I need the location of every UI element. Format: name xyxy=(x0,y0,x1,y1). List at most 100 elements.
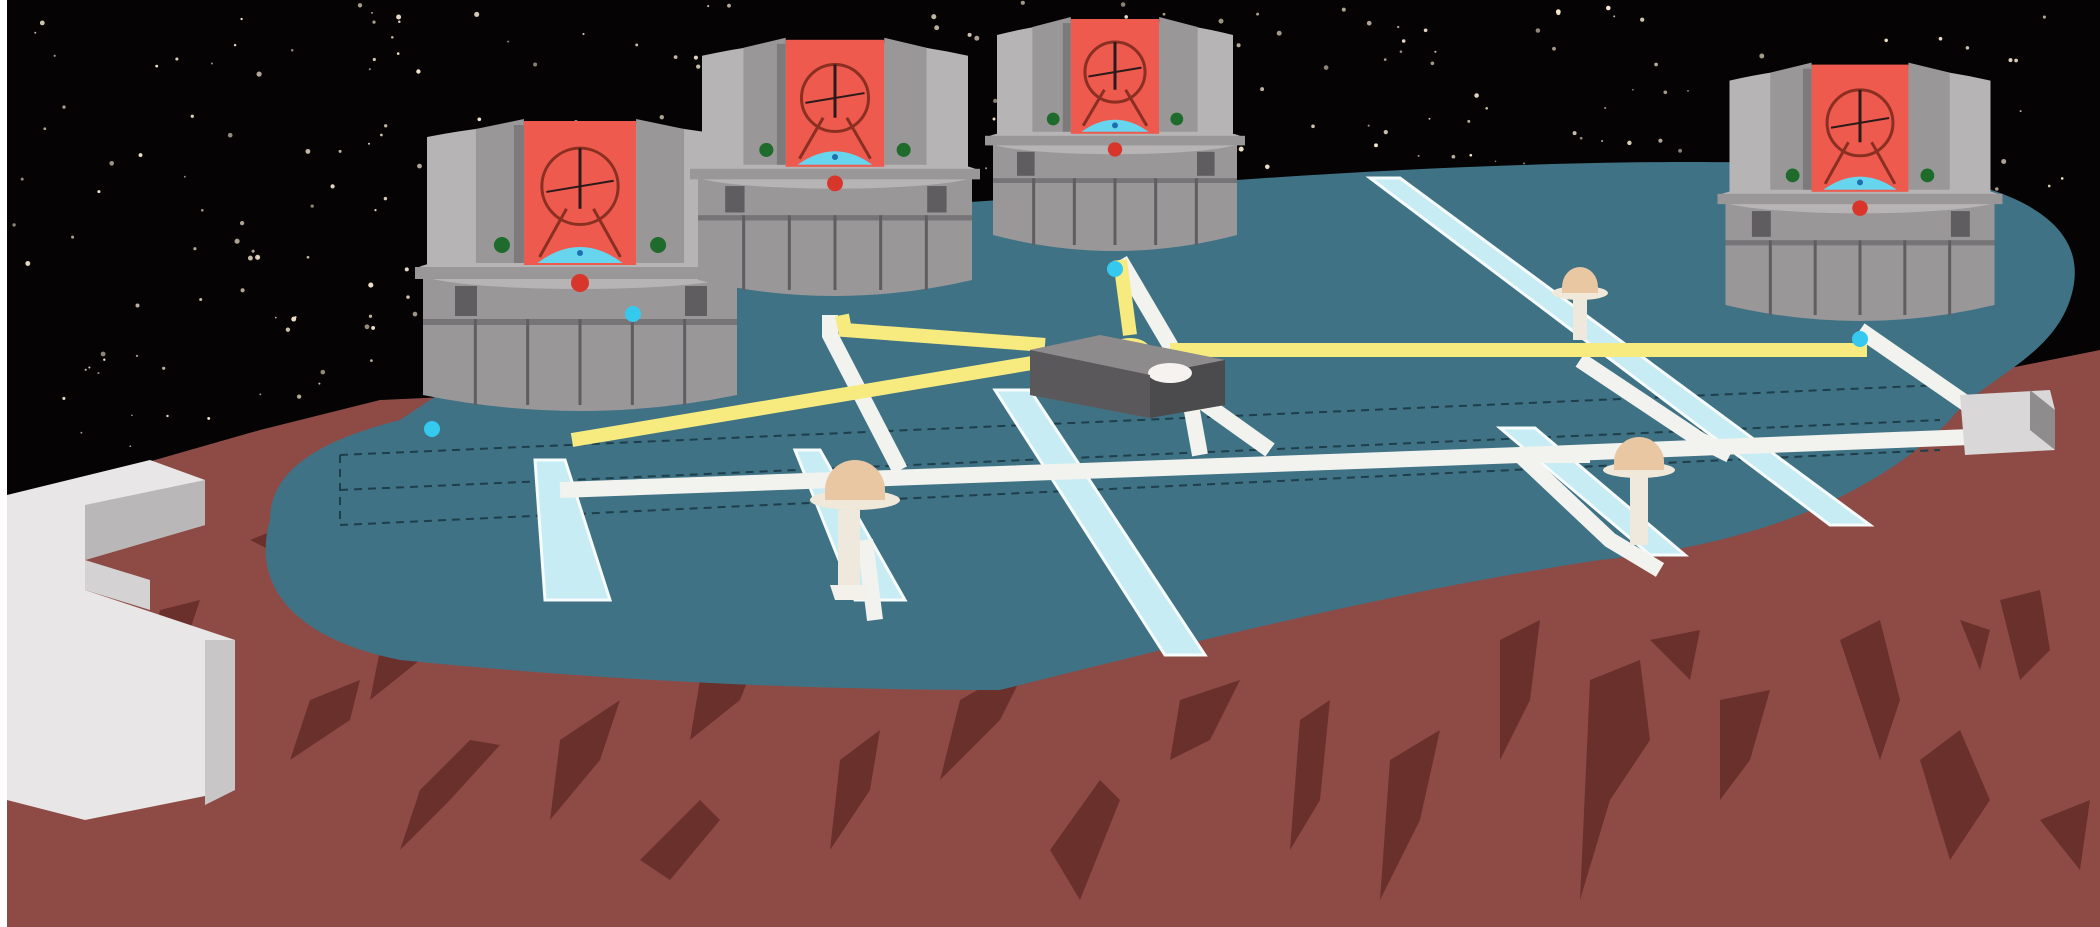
star xyxy=(1556,11,1560,15)
star xyxy=(318,383,320,385)
star xyxy=(369,68,371,70)
star xyxy=(1237,43,1241,47)
star xyxy=(12,223,15,226)
star xyxy=(54,55,56,57)
star xyxy=(103,359,105,361)
star xyxy=(993,99,997,103)
star xyxy=(396,15,401,20)
star xyxy=(707,5,709,7)
star xyxy=(398,20,401,23)
star xyxy=(21,178,24,181)
star xyxy=(1342,8,1346,12)
star xyxy=(1939,37,1943,41)
star xyxy=(1124,15,1128,19)
star xyxy=(1759,54,1764,59)
star xyxy=(2014,59,2018,63)
star xyxy=(1265,165,1270,170)
star xyxy=(384,124,387,127)
star xyxy=(286,328,290,332)
star xyxy=(34,32,36,34)
star xyxy=(397,52,400,55)
star xyxy=(1606,6,1611,11)
star xyxy=(1324,65,1329,70)
star xyxy=(1613,15,1615,17)
right-building xyxy=(1960,390,2055,455)
star xyxy=(1397,26,1399,28)
star xyxy=(358,3,362,7)
star xyxy=(1632,89,1634,91)
star xyxy=(507,41,509,43)
star xyxy=(295,316,297,318)
star xyxy=(1467,120,1470,123)
star xyxy=(1474,93,1479,98)
star xyxy=(71,236,74,239)
star xyxy=(1367,21,1372,26)
star xyxy=(1277,31,1282,36)
star xyxy=(339,150,342,153)
star xyxy=(135,303,139,307)
left-building xyxy=(7,460,235,820)
star xyxy=(80,432,82,434)
star xyxy=(1311,125,1315,129)
star xyxy=(40,20,45,25)
star xyxy=(370,359,373,362)
star xyxy=(97,190,100,193)
star xyxy=(321,370,326,375)
star xyxy=(368,283,373,288)
star xyxy=(416,69,420,73)
star xyxy=(2061,177,2064,180)
star xyxy=(405,267,409,271)
star xyxy=(97,372,99,374)
star xyxy=(1424,28,1428,32)
star xyxy=(391,36,394,39)
star xyxy=(25,261,30,266)
star xyxy=(2043,16,2046,19)
star xyxy=(62,105,65,108)
star xyxy=(1654,63,1658,67)
star xyxy=(1384,130,1388,134)
star xyxy=(129,445,131,447)
star xyxy=(1580,137,1583,140)
star xyxy=(993,118,996,121)
star xyxy=(1658,139,1662,143)
star xyxy=(635,43,638,46)
star xyxy=(1678,149,1682,153)
star xyxy=(199,298,202,301)
star xyxy=(533,63,537,67)
star xyxy=(406,295,409,298)
star xyxy=(582,33,584,35)
star xyxy=(85,369,87,371)
star xyxy=(240,221,244,225)
star xyxy=(727,4,731,8)
star xyxy=(248,256,253,261)
star xyxy=(1431,61,1435,65)
star xyxy=(207,417,210,420)
star xyxy=(380,134,383,137)
star xyxy=(1663,90,1667,94)
star xyxy=(660,115,664,119)
star xyxy=(371,326,375,330)
star xyxy=(934,25,939,30)
star xyxy=(2001,159,2006,164)
star xyxy=(1384,58,1387,61)
star xyxy=(1374,143,1378,147)
star xyxy=(305,149,310,154)
star xyxy=(184,176,186,178)
star xyxy=(1418,155,1420,157)
star xyxy=(136,355,138,357)
star xyxy=(1966,46,1970,50)
star xyxy=(1429,118,1431,120)
star xyxy=(1573,131,1577,135)
star xyxy=(1604,107,1606,109)
star xyxy=(330,184,334,188)
star xyxy=(1552,47,1556,51)
star xyxy=(193,247,196,250)
star xyxy=(373,58,376,61)
star xyxy=(307,256,310,259)
star xyxy=(228,133,233,138)
star xyxy=(211,62,213,64)
star xyxy=(131,414,133,416)
unit-telescope-1 xyxy=(415,119,745,437)
star xyxy=(311,204,314,207)
